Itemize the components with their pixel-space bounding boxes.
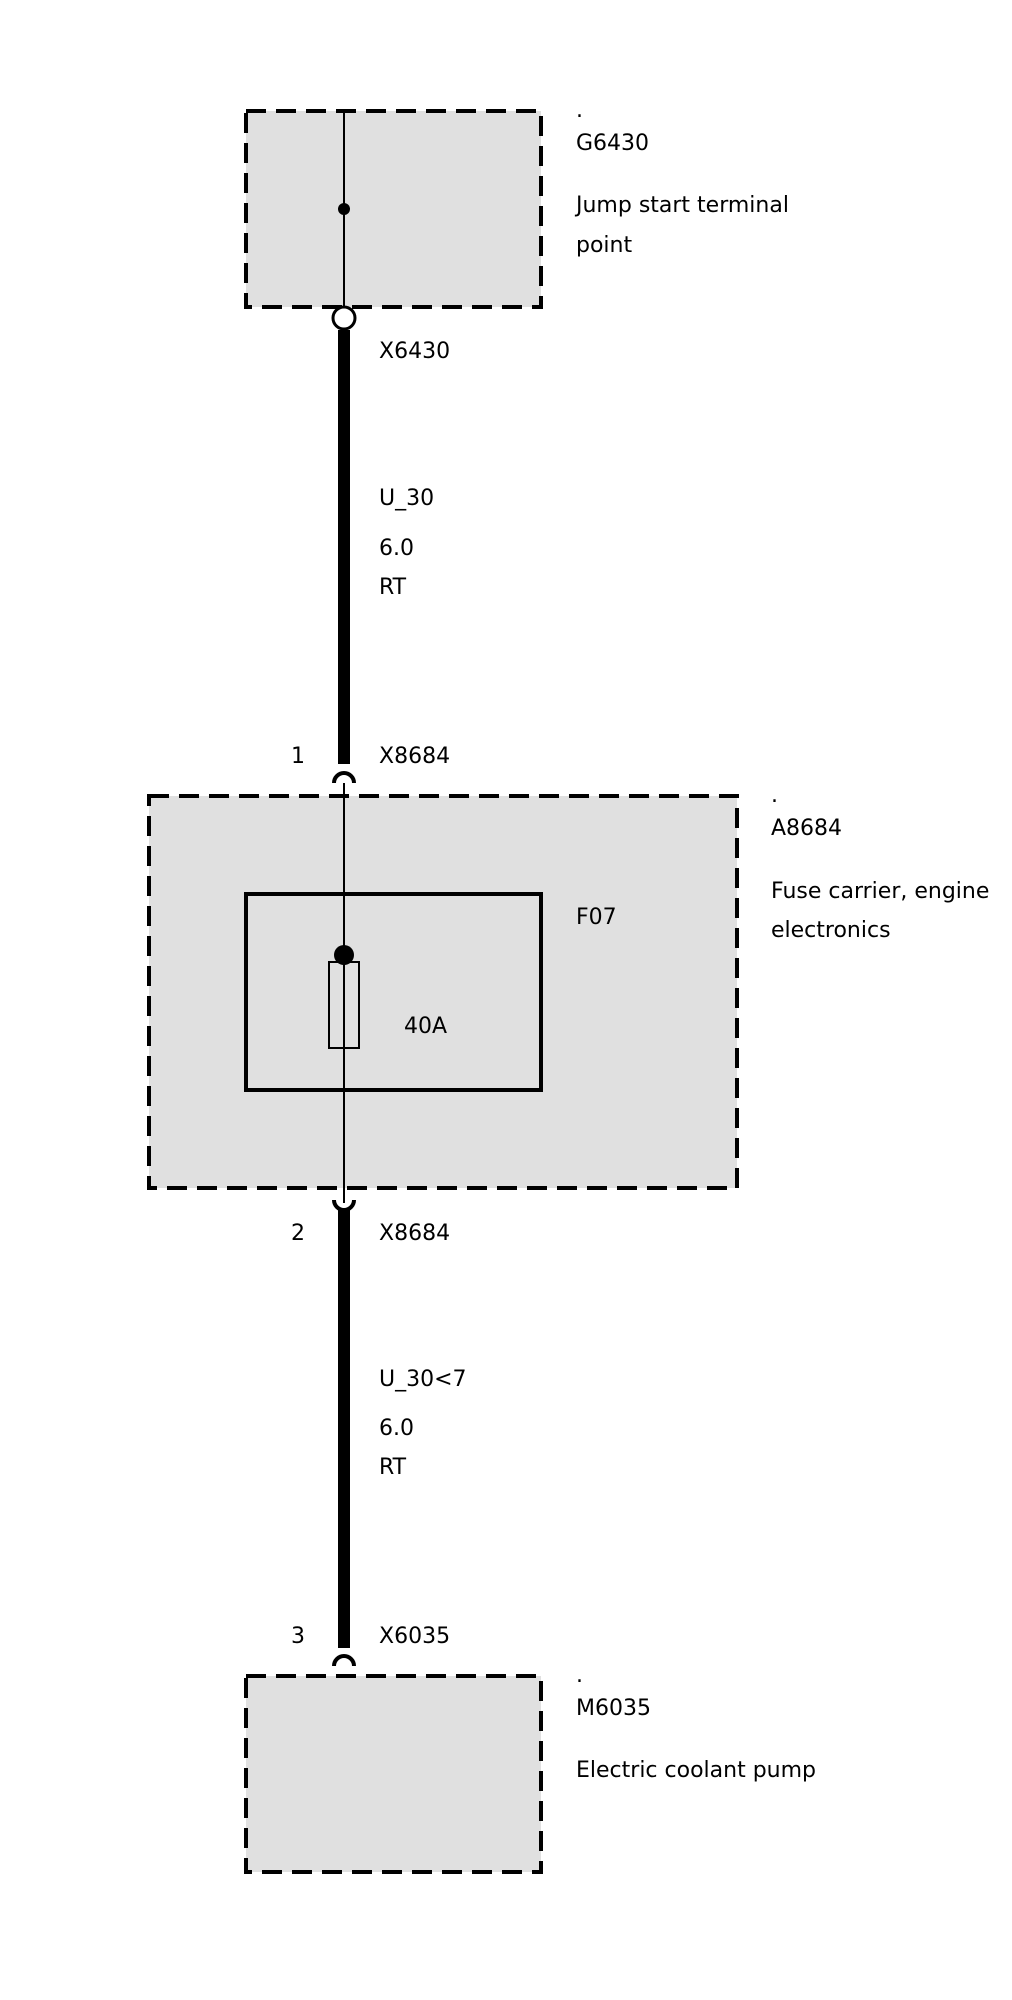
m6035-id: M6035 <box>576 1696 651 1721</box>
wire-lower-signal: U_30<7 <box>379 1367 467 1392</box>
g6430-dot: . <box>576 98 583 123</box>
connector-x8684-pin2-number: 2 <box>291 1221 305 1246</box>
fuse-id: F07 <box>576 905 617 930</box>
connector-x6035-number: 3 <box>291 1624 305 1649</box>
connector-x6430-label: X6430 <box>379 339 451 364</box>
wire-upper-cross-section: 6.0 <box>379 536 414 561</box>
connector-x8684-pin2-symbol[interactable] <box>332 1199 356 1212</box>
connector-x8684-pin2-label: X8684 <box>379 1221 451 1246</box>
connector-x6035-symbol[interactable] <box>332 1654 356 1667</box>
g6430-id: G6430 <box>576 131 650 156</box>
m6035-dot: . <box>576 1663 583 1688</box>
wire-upper-color: RT <box>379 575 407 600</box>
connector-x8684-pin1-symbol[interactable] <box>332 771 356 784</box>
a8684-desc-line1: Fuse carrier, engine <box>771 879 990 904</box>
fuse-rating: 40A <box>404 1014 448 1039</box>
a8684-id: A8684 <box>771 816 843 841</box>
component-box-m6035[interactable] <box>244 1674 543 1874</box>
component-box-g6430[interactable] <box>244 109 543 309</box>
g6430-desc-line1: Jump start terminal <box>576 193 789 218</box>
a8684-dot: . <box>771 783 778 808</box>
a8684-desc-line2: electronics <box>771 918 891 943</box>
connector-x6035-label: X6035 <box>379 1624 451 1649</box>
connector-x6430-symbol[interactable] <box>331 305 357 331</box>
junction-dot-g6430 <box>338 203 350 215</box>
fuse-symbol[interactable] <box>328 961 360 1049</box>
wire-upper-signal: U_30 <box>379 486 435 511</box>
connector-x8684-pin1-number: 1 <box>291 744 305 769</box>
fuse-box-f07[interactable] <box>244 892 543 1092</box>
junction-dot-fuse <box>334 945 354 965</box>
wire-lower-color: RT <box>379 1455 407 1480</box>
m6035-desc: Electric coolant pump <box>576 1758 816 1783</box>
connector-x8684-pin1-label: X8684 <box>379 744 451 769</box>
g6430-desc-line2: point <box>576 233 633 258</box>
wire-lower-cross-section: 6.0 <box>379 1416 414 1441</box>
